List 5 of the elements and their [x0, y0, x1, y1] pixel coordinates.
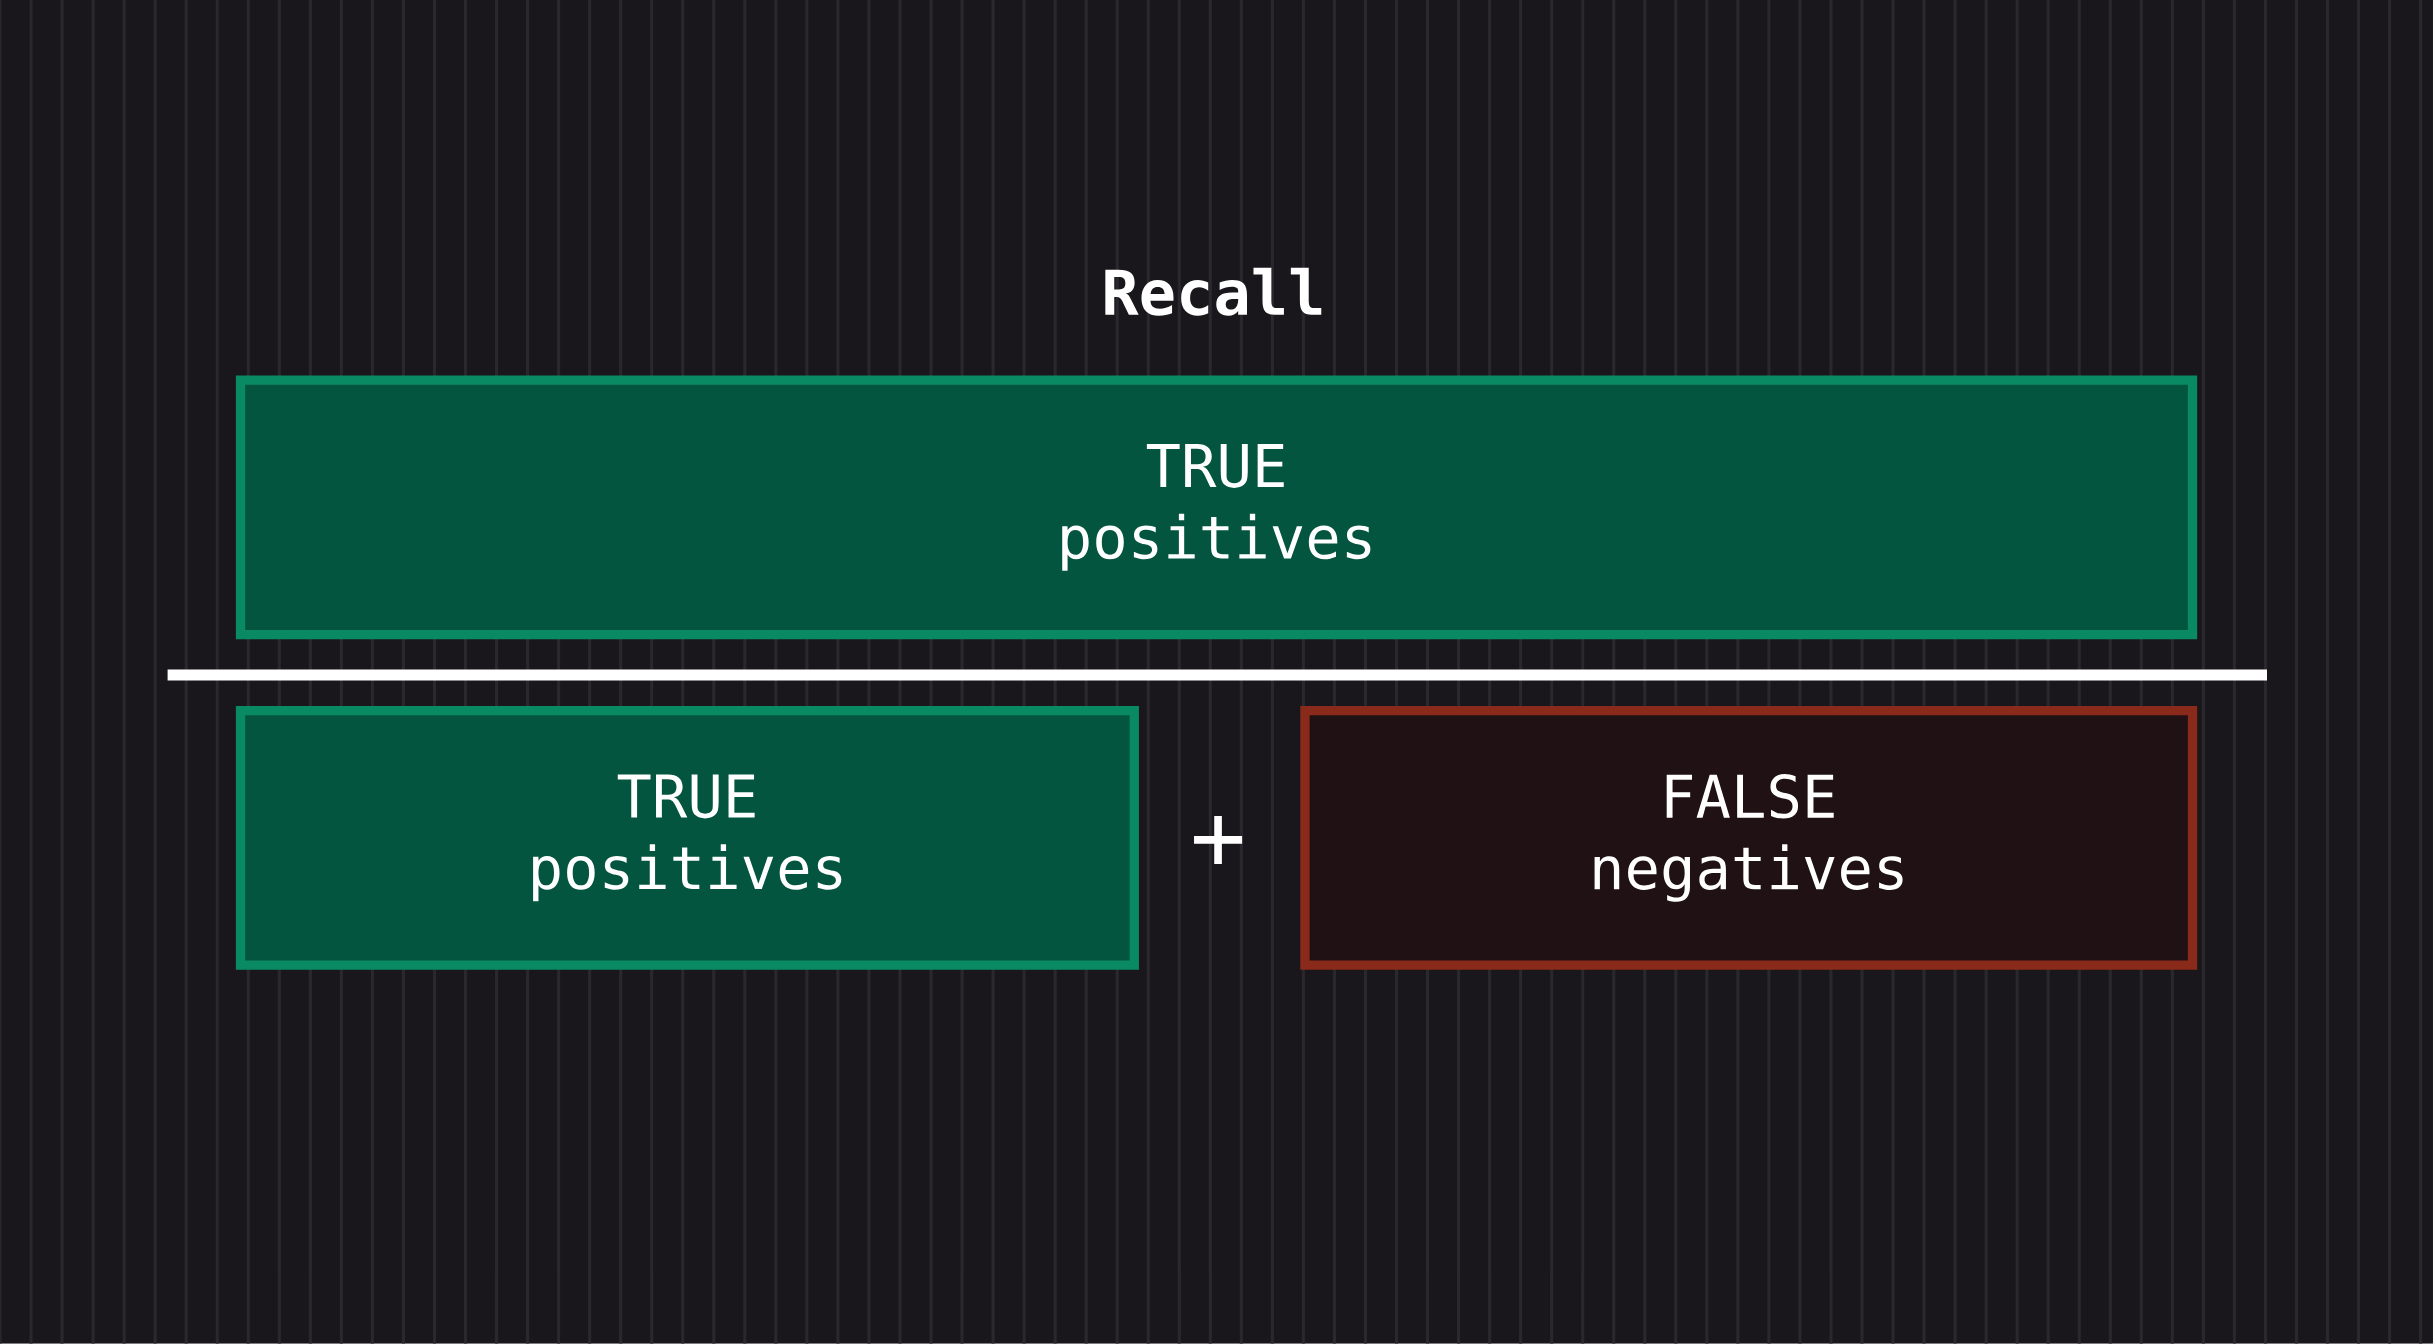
term-box: TRUE positives — [235, 375, 2198, 640]
title: Recall — [1105, 267, 1322, 316]
plus-sign: + — [1194, 816, 1243, 865]
term-box: TRUE positives — [235, 706, 1139, 970]
term-box: FALSE negatives — [1300, 706, 2198, 970]
